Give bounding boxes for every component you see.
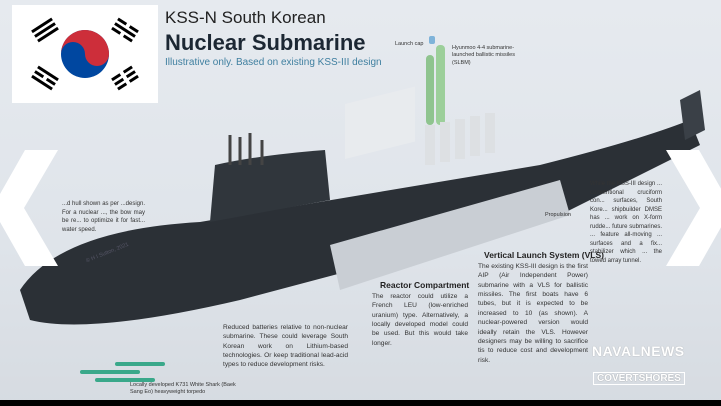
rudder-note: While the KSS-III design ... conventiona… <box>590 181 662 264</box>
vls-note: The existing KSS-III design is the first… <box>478 263 588 364</box>
navalnews-logo: NAVALNEWS <box>592 343 685 359</box>
hull-note: ...d hull shown as per ...design. For a … <box>62 201 145 233</box>
reactor-heading: Reactor Compartment <box>380 280 470 290</box>
propulsion-label: Propulsion <box>545 212 571 218</box>
chevron-left-icon <box>0 150 58 266</box>
slbm-missiles <box>426 36 445 125</box>
batteries-note: Reduced batteries relative to non-nuclea… <box>223 324 348 369</box>
covertshores-logo: COVERTSHORES <box>593 372 685 385</box>
launch-cap-label: Launch cap <box>395 41 424 47</box>
previous-arrow[interactable] <box>0 150 60 266</box>
subtitle: Illustrative only. Based on existing KSS… <box>165 57 382 68</box>
chevron-right-icon <box>666 150 721 266</box>
next-arrow[interactable] <box>664 150 721 266</box>
bottom-bar <box>0 400 721 406</box>
title-line1: KSS-N South Korean <box>165 8 326 27</box>
page-title: Nuclear Submarine <box>165 30 366 55</box>
torpedo-label: Locally developed K731 White Shark (Baek… <box>130 382 236 396</box>
reactor-note: The reactor could utilize a French LEU (… <box>372 293 468 347</box>
south-korea-flag <box>12 5 158 103</box>
slbm-label: Hyunmoo 4-4 submarine-launched ballistic… <box>452 45 515 66</box>
vls-heading: Vertical Launch System (VLS) <box>484 250 604 260</box>
